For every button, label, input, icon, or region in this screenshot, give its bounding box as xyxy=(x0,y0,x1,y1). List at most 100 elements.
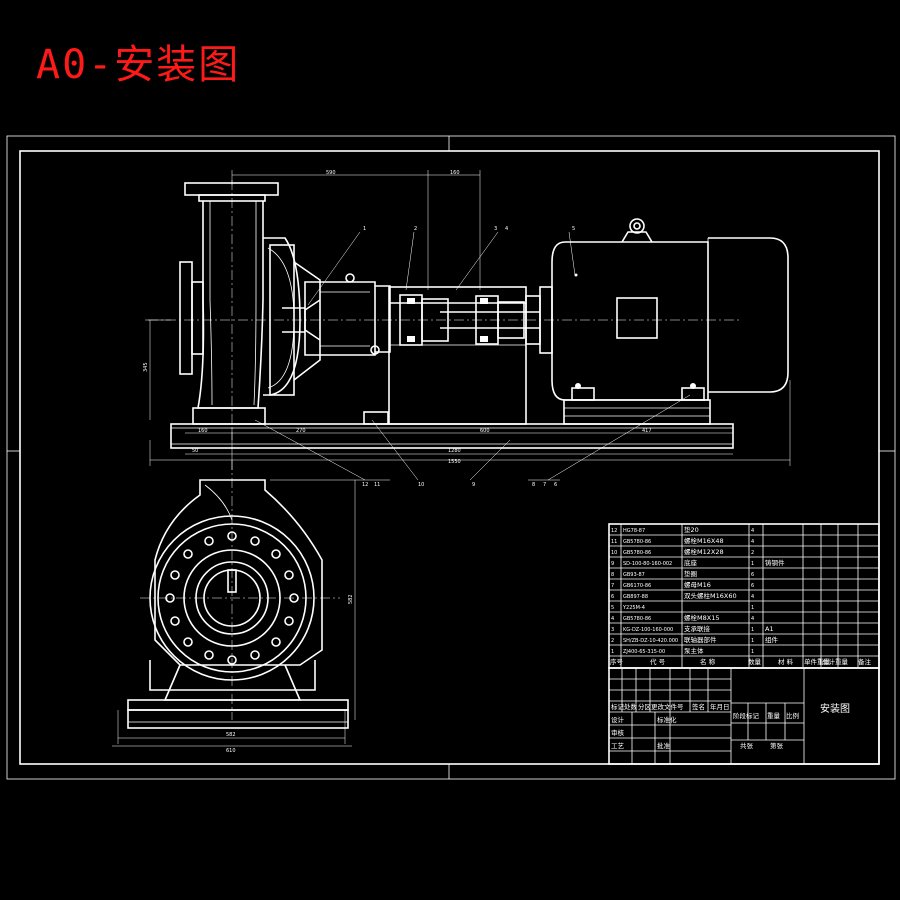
center-marks xyxy=(7,136,895,779)
part-code: SD-100-80-160-002 xyxy=(623,561,672,567)
motor xyxy=(525,218,789,401)
balloon-11: 11 xyxy=(374,482,380,488)
dim-base-overall: 1550 xyxy=(448,459,461,465)
pump-casing xyxy=(179,182,321,409)
balloon-6: 6 xyxy=(554,482,557,488)
part-no: 12 xyxy=(611,528,617,534)
part-qty: 1 xyxy=(751,638,754,644)
part-no: 5 xyxy=(611,605,614,611)
part-code: GB5780-86 xyxy=(623,539,651,545)
shaft-key xyxy=(227,569,237,593)
part-name: 泵主体 xyxy=(684,646,704,655)
dim-top-b: 160 xyxy=(450,170,460,176)
part-name: 支承联接 xyxy=(684,624,711,633)
part-code: ZJ400-65-315-00 xyxy=(623,649,665,655)
part-qty: 1 xyxy=(751,561,754,567)
bearing-housing xyxy=(282,273,391,356)
part-no: 9 xyxy=(611,561,614,567)
part-qty: 4 xyxy=(751,539,754,545)
part-material: A1 xyxy=(765,625,774,633)
dim-base-2: 270 xyxy=(296,428,306,434)
tb-review: 审核 xyxy=(611,728,625,737)
balloon-1: 1 xyxy=(363,226,366,232)
balloon-5: 5 xyxy=(572,226,575,232)
parts-header-cell: 序号 xyxy=(610,657,624,666)
part-no: 7 xyxy=(611,583,614,589)
balloon-labels: 1 2 3 4 5 12 11 10 9 8 7 6 xyxy=(362,226,575,488)
part-name: 螺栓M8X15 xyxy=(684,613,719,622)
dim-base-3: 600 xyxy=(480,428,490,434)
balloon-9: 9 xyxy=(472,482,475,488)
part-qty: 6 xyxy=(751,572,754,578)
part-code: GB897-88 xyxy=(623,594,648,600)
front-dimension-text: 590 160 345 160 270 600 417 1280 1550 50 xyxy=(143,170,652,465)
tb-weight: 重量 xyxy=(767,712,781,720)
part-name: 螺栓M12X28 xyxy=(684,547,724,556)
part-name: 底座 xyxy=(684,558,698,567)
parts-header-cell: 数量 xyxy=(748,657,762,666)
tb-zone: 分区 xyxy=(638,702,652,711)
coupling-assembly xyxy=(388,286,540,425)
tb-count: 处数 xyxy=(624,702,638,711)
title-block: 标记 处数 分区 更改文件号 签名 年月日 设计 标准化 阶段标记 重量 比例 … xyxy=(608,667,880,765)
tb-date: 年月日 xyxy=(710,702,730,711)
part-no: 6 xyxy=(611,594,614,600)
part-no: 8 xyxy=(611,572,614,578)
part-code: GB93-87 xyxy=(623,572,645,578)
front-view: 590 160 345 160 270 600 417 1280 1550 50… xyxy=(143,170,791,488)
tb-design: 设计 xyxy=(611,715,625,724)
part-code: GB6170-86 xyxy=(623,583,651,589)
dim-base-4: 417 xyxy=(642,428,652,434)
part-no: 1 xyxy=(611,649,614,655)
parts-header-cell: 材 料 xyxy=(778,657,794,666)
part-qty: 4 xyxy=(751,594,754,600)
parts-header-cell: 单件重量 xyxy=(804,657,831,666)
balloon-4: 4 xyxy=(505,226,508,232)
part-code: GB5780-86 xyxy=(623,616,651,622)
tb-scale: 比例 xyxy=(786,711,799,720)
dim-top-a: 590 xyxy=(326,170,336,176)
part-name: 垫圈 xyxy=(684,569,697,578)
tb-change-doc: 更改文件号 xyxy=(651,702,684,711)
tb-sheet-no: 第张 xyxy=(770,741,784,750)
drawing-name: 安装图 xyxy=(820,702,850,715)
dim-end-width-outer: 610 xyxy=(226,748,236,754)
part-code: SH/ZB-DZ-10-420.000 xyxy=(623,638,678,644)
balloon-3: 3 xyxy=(494,226,497,232)
tb-mark: 标记 xyxy=(611,702,625,711)
part-qty: 4 xyxy=(751,528,754,534)
part-name: 垫20 xyxy=(684,525,699,534)
end-view-dimensions: 582 582 610 xyxy=(112,479,360,754)
balloon-10: 10 xyxy=(418,482,424,488)
part-qty: 6 xyxy=(751,583,754,589)
tb-stage: 阶段标记 xyxy=(733,711,760,720)
part-qty: 4 xyxy=(751,616,754,622)
part-code: Y225M-4 xyxy=(622,605,645,611)
dim-base-1: 160 xyxy=(198,428,208,434)
part-no: 10 xyxy=(611,550,617,556)
part-material: 铸钢件 xyxy=(765,558,785,567)
parts-header-cell: 名 称 xyxy=(700,657,716,666)
leader-lines xyxy=(254,231,691,481)
dim-end-width-inner: 582 xyxy=(226,732,236,738)
part-material: 组件 xyxy=(765,635,779,644)
part-no: 2 xyxy=(611,638,614,644)
tb-signature: 签名 xyxy=(692,702,705,711)
tb-process: 工艺 xyxy=(611,742,625,750)
part-code: HG78-87 xyxy=(623,528,645,534)
part-name: 螺栓M16X48 xyxy=(684,536,724,545)
flange-bolts xyxy=(165,531,299,665)
outer-frame xyxy=(6,135,896,780)
balloon-8: 8 xyxy=(532,482,535,488)
title-block-row-labels: 标记 处数 分区 更改文件号 签名 年月日 设计 标准化 阶段标记 重量 比例 … xyxy=(611,702,799,750)
part-name: 联轴器部件 xyxy=(684,635,717,644)
dim-base-total: 1280 xyxy=(448,448,461,454)
part-name: 双头螺柱M16X60 xyxy=(684,591,737,600)
part-qty: 1 xyxy=(751,627,754,633)
tb-approve: 批准 xyxy=(657,741,671,750)
part-no: 4 xyxy=(611,616,614,622)
dim-left-vertical: 345 xyxy=(143,362,149,372)
parts-header-cell: 代 号 xyxy=(650,657,666,666)
